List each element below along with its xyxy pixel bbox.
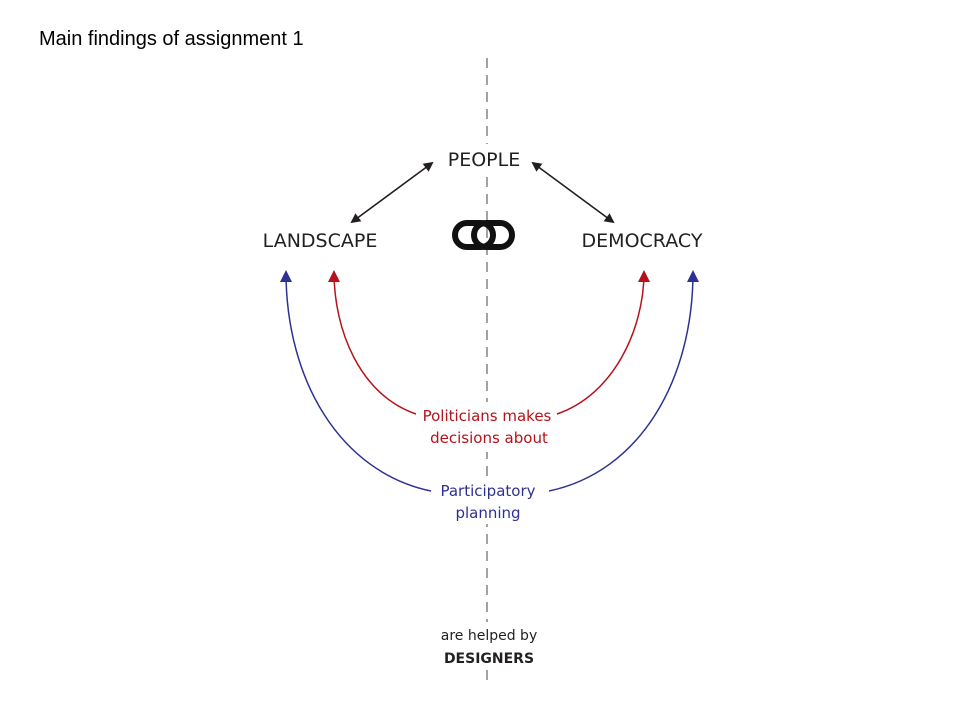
politicians-to-democracy-arrow [556, 270, 650, 415]
politicians-label-line2: decisions about [430, 429, 548, 447]
slide-title: Main findings of assignment 1 [39, 28, 304, 50]
people-democracy-arrow [531, 161, 615, 224]
politicians-to-landscape-arrow [328, 270, 417, 415]
participatory-label-line1: Participatory [440, 482, 535, 500]
designers-label-line2: DESIGNERS [444, 651, 534, 667]
designers-label-line1: are helped by [441, 628, 537, 644]
participatory-to-democracy-arrow [548, 270, 699, 492]
participatory-label-line2: planning [455, 504, 520, 522]
participatory-to-landscape-arrow [280, 270, 432, 492]
people-landscape-arrow [350, 161, 434, 224]
politicians-label-line1: Politicians makes [423, 407, 552, 425]
landscape-label: LANDSCAPE [263, 230, 378, 252]
people-label: PEOPLE [448, 149, 520, 171]
chain-link-icon [452, 220, 515, 250]
democracy-label: DEMOCRACY [582, 230, 703, 252]
